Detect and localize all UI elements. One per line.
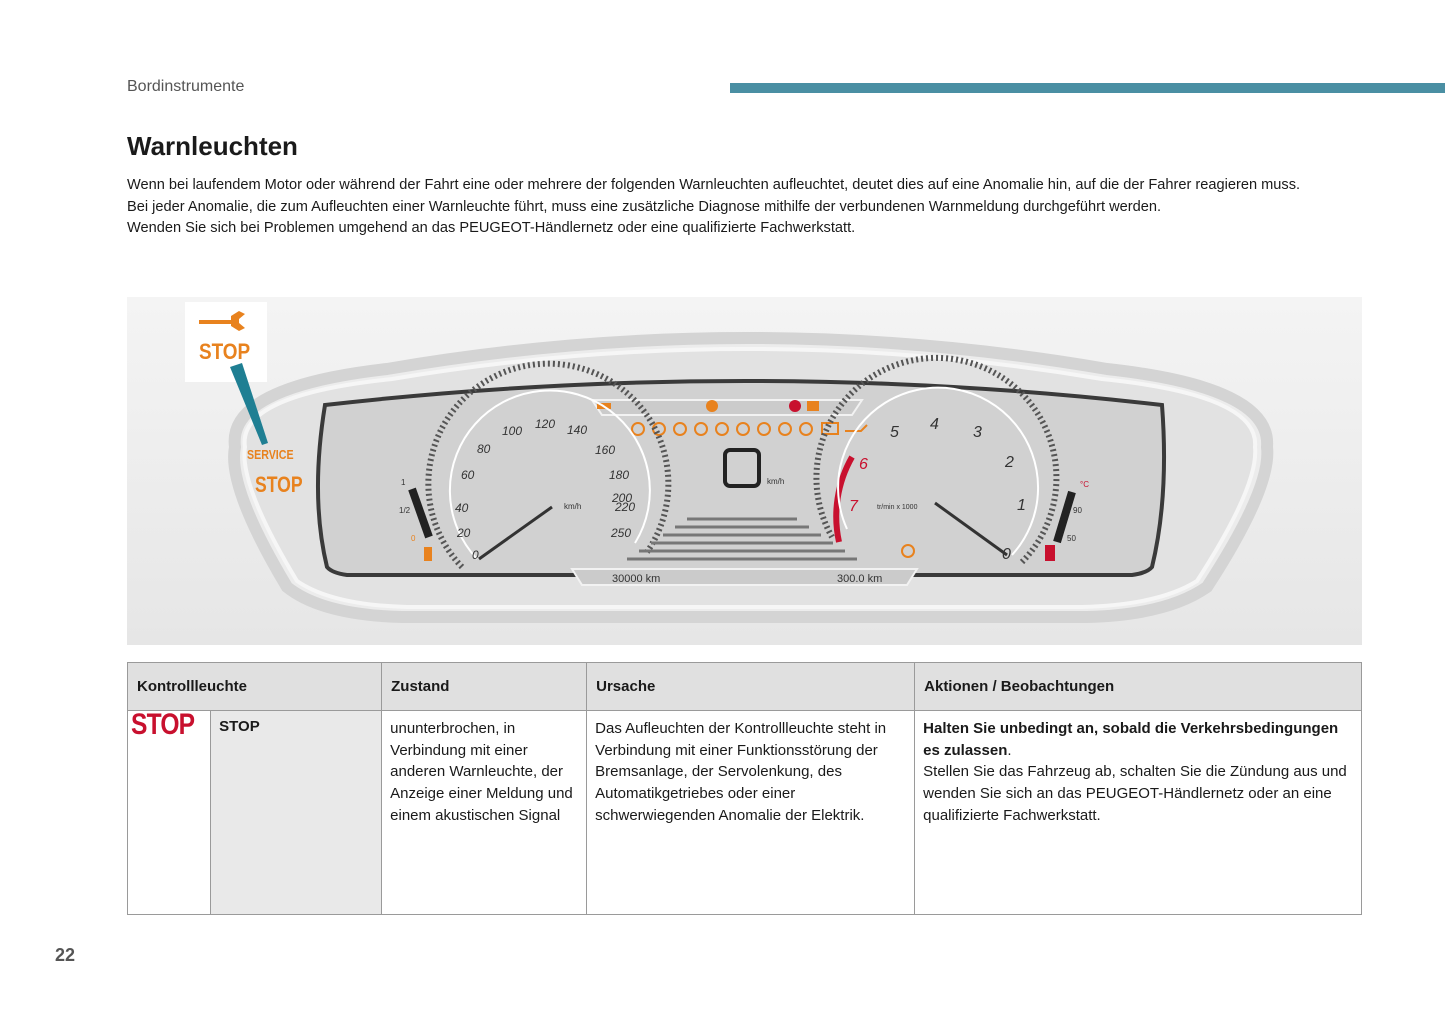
callout-pointer bbox=[230, 363, 268, 445]
digital-speed-unit: km/h bbox=[767, 477, 784, 486]
speed-tick-250: 250 bbox=[610, 526, 631, 540]
stop-warning-icon-cell: STOP bbox=[126, 708, 212, 915]
tachometer-arc bbox=[813, 354, 1060, 565]
warning-light-battery bbox=[821, 422, 839, 435]
tachometer-inner-arc bbox=[837, 386, 1040, 556]
warning-light-top-4 bbox=[807, 401, 819, 411]
warning-light-top-2 bbox=[706, 400, 718, 412]
intro-paragraph-1: Wenn bei laufendem Motor oder während de… bbox=[127, 177, 1301, 193]
temperature-tick-50: 50 bbox=[1067, 534, 1076, 543]
fuel-tick-empty: 0 bbox=[411, 534, 416, 543]
warning-light-1 bbox=[631, 422, 645, 436]
center-lane-display bbox=[627, 517, 857, 561]
speedometer-needle bbox=[478, 505, 553, 561]
trip-value: 300.0 km bbox=[837, 573, 882, 585]
intro-paragraph-3: Wenden Sie sich bei Problemen umgehend a… bbox=[127, 220, 856, 236]
speed-tick-0: 0 bbox=[472, 548, 479, 562]
tachometer-needle bbox=[934, 501, 1008, 557]
warning-light-6 bbox=[736, 422, 750, 436]
tachometer-warning-light bbox=[901, 544, 915, 558]
speed-tick-140: 140 bbox=[567, 423, 587, 437]
speed-tick-20: 20 bbox=[456, 526, 471, 540]
column-header-ursache: Ursache bbox=[586, 662, 916, 711]
action-emphasis-end: . bbox=[1007, 741, 1012, 759]
callout-background bbox=[185, 302, 267, 382]
column-header-kontrollleuchte: Kontrollleuchte bbox=[126, 662, 383, 711]
cluster-screen bbox=[315, 379, 1167, 577]
rpm-tick-0: 0 bbox=[1002, 546, 1011, 563]
speed-tick-180: 180 bbox=[609, 468, 629, 482]
speed-tick-160: 160 bbox=[595, 443, 615, 457]
action-emphasis: Halten Sie unbedingt an, sobald die Verk… bbox=[923, 720, 1339, 759]
warning-lights-table: Kontrollleuchte Zustand Ursache Aktionen… bbox=[126, 662, 1362, 915]
rpm-tick-7: 7 bbox=[849, 498, 859, 515]
speedometer-arc bbox=[425, 360, 672, 570]
speed-tick-100: 100 bbox=[502, 424, 522, 438]
callout-stop-text: STOP bbox=[199, 340, 250, 365]
fuel-tick-half: 1/2 bbox=[399, 506, 411, 515]
odometer-strip bbox=[570, 568, 919, 586]
column-header-zustand: Zustand bbox=[381, 662, 588, 711]
table-row: STOP STOP ununterbrochen, in Verbindung … bbox=[126, 708, 1362, 915]
table-header-row: Kontrollleuchte Zustand Ursache Aktionen… bbox=[126, 662, 1362, 711]
rpm-tick-6: 6 bbox=[859, 456, 868, 473]
instrument-cluster-illustration: 0 20 40 60 80 100 120 140 160 180 200 22… bbox=[127, 297, 1362, 645]
warning-lights-row bbox=[631, 422, 868, 436]
fuel-gauge-bar bbox=[408, 487, 433, 539]
fuel-pump-icon bbox=[424, 547, 432, 561]
warning-light-7 bbox=[757, 422, 771, 436]
speed-tick-220: 220 bbox=[614, 500, 635, 514]
rpm-tick-1: 1 bbox=[1017, 497, 1026, 514]
warning-light-5 bbox=[715, 422, 729, 436]
rpm-tick-3: 3 bbox=[973, 424, 982, 441]
temperature-unit: °C bbox=[1080, 480, 1089, 489]
section-label: Bordinstrumente bbox=[127, 78, 245, 95]
intro-paragraph-2: Bei jeder Anomalie, die zum Aufleuchten … bbox=[127, 198, 1162, 215]
callout-service-warning: STOP SERVICE STOP bbox=[185, 302, 303, 498]
warning-light-8 bbox=[778, 422, 792, 436]
odometer-value: 30000 km bbox=[612, 573, 660, 585]
speedometer-inner-arc bbox=[448, 389, 651, 560]
speed-tick-40: 40 bbox=[455, 501, 469, 515]
speedometer: 0 20 40 60 80 100 120 140 160 180 200 22… bbox=[425, 360, 672, 570]
cause-cell: Das Aufleuchten der Kontrollleuchte steh… bbox=[586, 710, 916, 915]
warning-light-9 bbox=[799, 422, 813, 436]
digital-speed-display bbox=[723, 448, 761, 488]
warning-light-4 bbox=[694, 422, 708, 436]
page-title: Warnleuchten bbox=[127, 131, 298, 161]
warning-name-cell: STOP bbox=[210, 710, 383, 915]
intro-text: Wenn bei laufendem Motor oder während de… bbox=[127, 175, 1327, 240]
warning-light-oil bbox=[845, 424, 868, 432]
rpm-tick-4: 4 bbox=[930, 416, 939, 433]
tachometer: 0 1 2 3 4 5 6 7 tr/min x 1000 bbox=[813, 354, 1060, 565]
rpm-tick-5: 5 bbox=[890, 424, 899, 441]
speed-tick-80: 80 bbox=[477, 442, 491, 456]
stop-warning-icon: STOP bbox=[131, 708, 195, 741]
action-cell: Halten Sie unbedingt an, sobald die Verk… bbox=[914, 710, 1362, 915]
temperature-tick-90: 90 bbox=[1073, 506, 1082, 515]
speed-tick-200: 200 bbox=[611, 491, 632, 505]
speed-tick-120: 120 bbox=[535, 417, 555, 431]
fuel-gauge: 1 1/2 0 bbox=[399, 478, 433, 561]
coolant-temperature-icon bbox=[1045, 545, 1055, 561]
warning-light-top-3 bbox=[789, 400, 801, 412]
rpm-tick-2: 2 bbox=[1004, 454, 1014, 471]
column-header-aktionen: Aktionen / Beobachtungen bbox=[914, 662, 1362, 711]
fuel-tick-full: 1 bbox=[401, 478, 406, 487]
service-stop-label: STOP bbox=[255, 473, 303, 497]
speedometer-unit: km/h bbox=[564, 502, 581, 511]
wrench-icon bbox=[199, 311, 245, 331]
tachometer-unit: tr/min x 1000 bbox=[877, 504, 918, 511]
temperature-gauge-bar bbox=[1053, 490, 1076, 544]
page-number: 22 bbox=[55, 945, 76, 965]
header-accent-bar bbox=[730, 83, 1445, 93]
action-instructions: Stellen Sie das Fahrzeug ab, schalten Si… bbox=[923, 763, 1347, 824]
temperature-gauge: °C 90 50 bbox=[1045, 480, 1089, 561]
speed-tick-60: 60 bbox=[461, 468, 475, 482]
service-label: SERVICE bbox=[247, 447, 294, 462]
state-cell: ununterbrochen, in Verbindung mit einer … bbox=[381, 710, 588, 915]
warning-light-3 bbox=[673, 422, 687, 436]
